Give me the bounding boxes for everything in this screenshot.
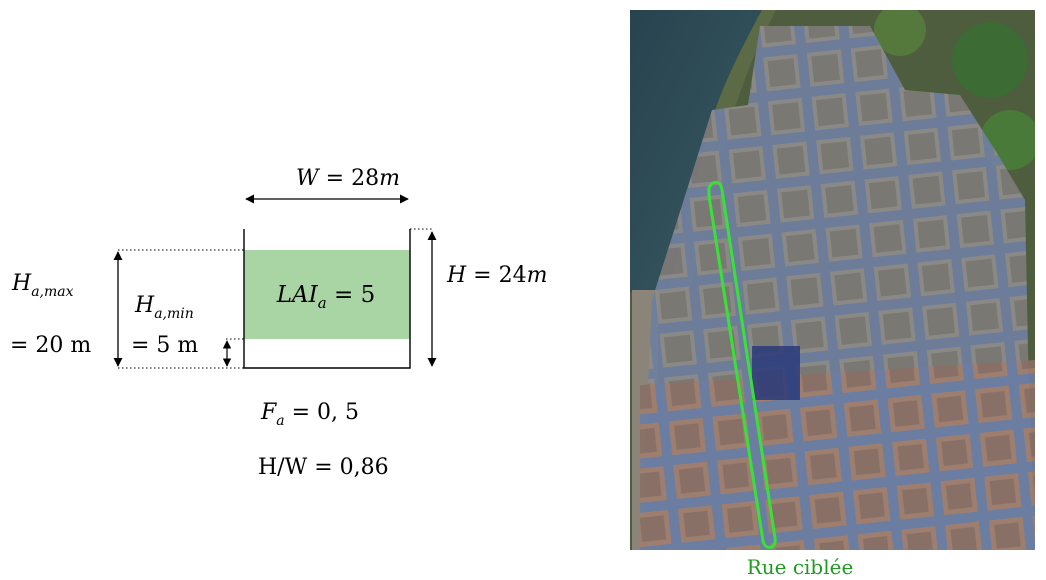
vegetation-layer <box>244 250 410 339</box>
lai-label: LAIa = 5 <box>276 282 375 312</box>
target-street-outline <box>707 180 777 549</box>
ha-min-value: = 5 m <box>131 333 198 358</box>
ha-max-label: Ha,max <box>11 271 74 300</box>
dark-block <box>752 346 800 400</box>
tree-cluster <box>874 10 926 56</box>
width-label: W = 28m <box>296 166 400 191</box>
ha-min-label: Ha,min <box>134 293 194 322</box>
lake <box>630 10 762 292</box>
aerial-map: Rue ciblée <box>630 10 1035 579</box>
height-label: H = 24m <box>446 263 547 288</box>
fa-label: Fa = 0, 5 <box>260 400 359 429</box>
street-canyon-diagram: W = 28m H = 24m LAIa = 5 Ha,max = 20 m H… <box>10 166 547 480</box>
tree-cluster <box>952 22 1028 98</box>
ha-max-value: = 20 m <box>10 333 91 358</box>
hw-ratio-label: H/W = 0,86 <box>258 455 389 480</box>
map-caption: Rue ciblée <box>747 555 854 579</box>
southern-roofs <box>640 360 1035 550</box>
canyon-outline <box>243 229 411 369</box>
